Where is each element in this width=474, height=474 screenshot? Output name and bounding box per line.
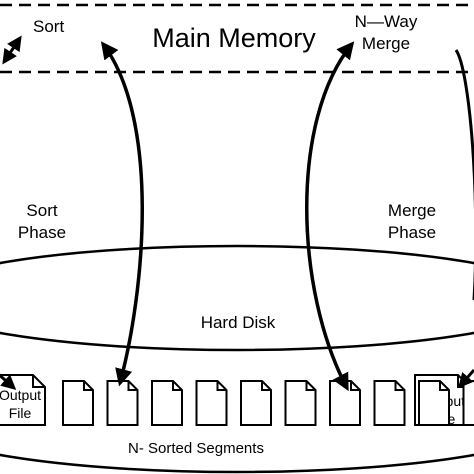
- merge-to-output-arrow-right: [454, 49, 474, 300]
- sort-to-output-arrow-left: [2, 35, 22, 65]
- merge-phase-label-line1: Merge: [388, 201, 436, 220]
- hard-disk-label: Hard Disk: [201, 313, 276, 332]
- sorted-segment-file: [373, 380, 406, 426]
- output-file-left-label-line1: Output: [0, 387, 41, 403]
- sort-phase-arrow: [100, 41, 144, 387]
- sort-label: Sort: [33, 17, 64, 36]
- sorted-segment-file: [62, 380, 94, 426]
- sorted-segment-file: [106, 380, 139, 426]
- disk-output-arrow-right: [458, 369, 474, 389]
- sorted-segment-file: [151, 380, 183, 426]
- main-memory-title: Main Memory: [152, 23, 316, 53]
- sort-phase-label-line2: Phase: [18, 223, 66, 242]
- sorted-segment-file: [195, 380, 228, 426]
- output-file-left-label-line2: File: [9, 405, 32, 421]
- merge-label: Merge: [362, 34, 410, 53]
- merge-phase-arrow: [305, 41, 355, 392]
- segments-label: N- Sorted Segments: [128, 440, 264, 457]
- sorted-segment-file: [462, 380, 474, 426]
- merge-phase-label-line2: Phase: [388, 223, 436, 242]
- sorted-segment-file: [284, 380, 317, 426]
- disk-output-arrow-left: [0, 373, 17, 390]
- sorted-segment-file: [240, 380, 272, 426]
- sorted-segments: [62, 380, 474, 426]
- n-way-label: N—Way: [355, 12, 418, 31]
- sorted-segment-file: [418, 380, 450, 426]
- sort-phase-label-line1: Sort: [26, 201, 57, 220]
